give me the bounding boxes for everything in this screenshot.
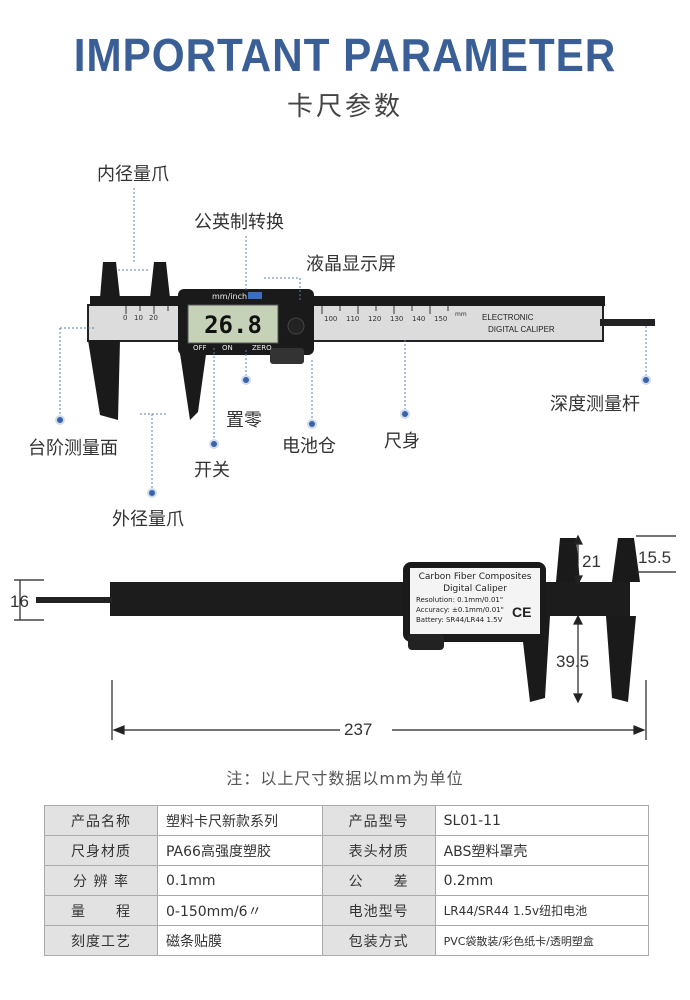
- lcd-reading: 26.8: [204, 311, 262, 339]
- scale-bottom-5: 150: [434, 315, 448, 323]
- scale-bottom-4: 140: [412, 315, 426, 323]
- label-outer-jaw: 外径量爪: [112, 509, 184, 530]
- scale-top-2: 20: [149, 314, 158, 322]
- spec-key: 刻度工艺: [44, 925, 158, 956]
- spec-key: 尺身材质: [44, 835, 158, 866]
- spec-value: 0-150mm/6〃: [157, 895, 323, 926]
- unit-note: 注：以上尺寸数据以mm为单位: [226, 769, 464, 788]
- spec-value: ABS塑料罩壳: [434, 835, 650, 866]
- spec-key: 电池型号: [321, 895, 436, 926]
- spec-table: 产品名称 塑料卡尺新款系列 产品型号 SL01-11 尺身材质 PA66高强度塑…: [44, 805, 650, 956]
- inner-jaw-left: [100, 262, 120, 298]
- table-row: 产品名称 塑料卡尺新款系列 产品型号 SL01-11: [44, 805, 650, 836]
- back-outer-jaw-fixed: [606, 616, 636, 702]
- spec-key: 表头材质: [321, 835, 436, 866]
- dim-15-5: 15.5: [638, 548, 672, 567]
- label-body: 尺身: [384, 431, 420, 452]
- page-title: IMPORTANT PARAMETER: [73, 29, 617, 81]
- spec-value: 0.1mm: [157, 865, 323, 896]
- dim-237: 237: [344, 720, 373, 739]
- spec-key: 产品名称: [44, 805, 158, 836]
- table-row: 刻度工艺 磁条贴膜 包装方式 PVC袋散装/彩色纸卡/透明塑盒: [44, 925, 650, 956]
- label-depth-rod: 深度测量杆: [550, 394, 640, 415]
- spec-key: 公 差: [321, 865, 436, 896]
- spec-value: SL01-11: [434, 805, 650, 836]
- depth-rod-shape: [600, 319, 655, 326]
- dim-16: 16: [10, 592, 29, 611]
- back-head-line-2: Digital Caliper: [443, 584, 507, 594]
- table-row: 分 辨 率 0.1mm 公 差 0.2mm: [44, 865, 650, 896]
- scale-bottom-2: 120: [368, 315, 382, 323]
- scale-bottom-1: 110: [346, 315, 360, 323]
- label-power: 开关: [194, 460, 230, 481]
- back-beam: [110, 582, 630, 616]
- dim-39-5: 39.5: [556, 652, 590, 671]
- table-row: 尺身材质 PA66高强度塑胶 表头材质 ABS塑料罩壳: [44, 835, 650, 866]
- scale-unit: mm: [455, 311, 467, 318]
- label-inner-jaw: 内径量爪: [97, 164, 169, 185]
- page-subtitle: 卡尺参数: [286, 92, 403, 122]
- outer-jaw-fixed: [88, 340, 120, 420]
- caliper-back-drawing: [14, 534, 676, 740]
- on-label: ON: [222, 344, 233, 352]
- spec-value: 0.2mm: [434, 865, 650, 896]
- table-row: 量 程 0-150mm/6〃 电池型号 LR44/SR44 1.5v纽扣电池: [44, 895, 650, 926]
- label-lcd: 液晶显示屏: [306, 254, 396, 275]
- label-step-face: 台阶测量面: [28, 438, 118, 459]
- back-head-line-1: Carbon Fiber Composites: [418, 572, 532, 582]
- caliper-beam: [87, 304, 604, 342]
- back-head-line-3: Resolution: 0.1mm/0.01": [416, 596, 504, 604]
- ce-mark: CE: [512, 604, 532, 620]
- spec-value: LR44/SR44 1.5v纽扣电池: [434, 895, 650, 926]
- spec-value: PA66高强度塑胶: [157, 835, 323, 866]
- spec-value: PVC袋散装/彩色纸卡/透明塑盒: [434, 925, 650, 956]
- back-head-line-4: Accuracy: ±0.1mm/0.01": [416, 606, 504, 614]
- back-label-plate: [410, 568, 540, 634]
- spec-key: 分 辨 率: [44, 865, 158, 896]
- label-unit-switch: 公英制转换: [194, 212, 284, 233]
- unit-button-label: mm/inch: [212, 292, 248, 301]
- off-label: OFF: [193, 344, 207, 352]
- outer-jaw-sliding: [178, 340, 208, 420]
- back-head-line-5: Battery: SR44/LR44 1.5V: [416, 616, 503, 624]
- spec-key: 包装方式: [321, 925, 436, 956]
- zero-label: ZERO: [252, 344, 272, 352]
- brand-line-2: DIGITAL CALIPER: [488, 325, 555, 334]
- spec-value: 磁条贴膜: [157, 925, 323, 956]
- label-zero: 置零: [226, 410, 262, 431]
- dim-21: 21: [582, 552, 601, 571]
- scale-top-1: 10: [134, 314, 143, 322]
- spec-key: 量 程: [44, 895, 158, 926]
- back-depth-rod: [36, 597, 112, 603]
- scale-bottom-0: 100: [324, 315, 338, 323]
- brand-line-1: ELECTRONIC: [482, 313, 534, 322]
- scale-top-0: 0: [123, 314, 128, 322]
- lcd-screen: [187, 304, 279, 344]
- spec-key: 产品型号: [321, 805, 436, 836]
- scale-bottom-3: 130: [390, 315, 404, 323]
- inner-jaw-right: [150, 262, 170, 298]
- spec-value: 塑料卡尺新款系列: [157, 805, 323, 836]
- caliper-front-drawing: [55, 188, 655, 498]
- label-battery: 电池仓: [282, 436, 336, 457]
